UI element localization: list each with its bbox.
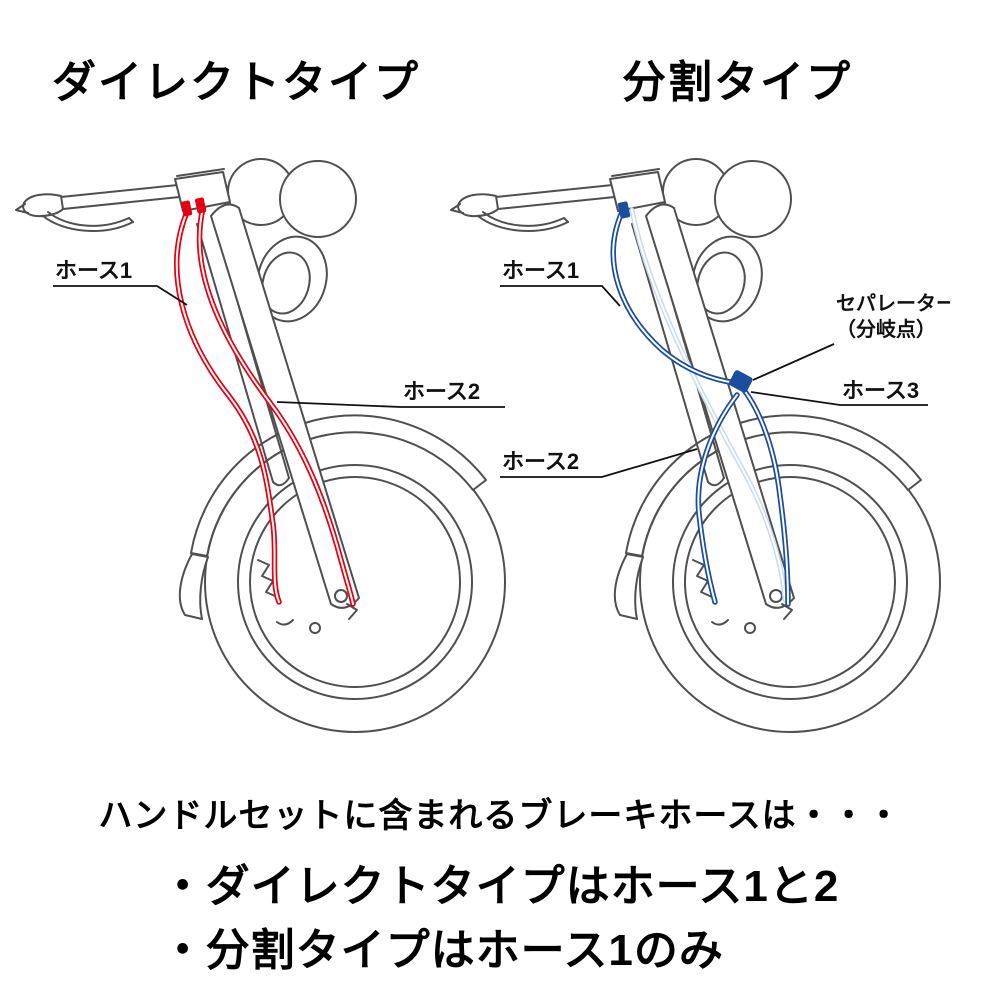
hose1-leader-line [53,285,188,306]
hose2-leader-line [276,401,505,408]
title-split-type: 分割タイプ [622,58,852,107]
hose2-leader-line [500,448,698,478]
banjo-fitting [195,197,207,214]
footer-bullet-list: ・ダイレクトタイプはホース1と2 ・分割タイプはホース1のみ [161,855,840,983]
hose2-core [198,207,354,605]
separator-fitting [729,370,753,393]
hose3-label: ホース3 [842,378,919,403]
direct-labels: ホース1 ホース2 [53,258,505,408]
hose1-core [612,211,737,384]
hidden-hose-core [631,209,786,601]
hose2-label: ホース2 [403,379,480,404]
hose1-leader-line [500,285,621,307]
split-type-diagram: ホース1 セパレーター （分岐点） ホース3 ホース2 [450,158,950,733]
footer-intro: ハンドルセットに含まれるブレーキホースは・・・ [98,797,902,835]
split-labels: ホース1 セパレーター （分岐点） ホース3 ホース2 [500,258,950,478]
separator-label-line2: （分岐点） [836,317,936,341]
footer-text-block: ハンドルセットに含まれるブレーキホースは・・・ ・ダイレクトタイプはホース1と2… [0,788,1000,983]
bullet-direct-type: ・ダイレクトタイプはホース1と2 [160,862,840,911]
bike-line-art [15,158,506,733]
bike-line-art [450,158,941,733]
split-hoses [610,201,791,607]
direct-type-diagram: ホース1 ホース2 [15,158,506,733]
title-direct-type: ダイレクトタイプ [52,58,420,107]
bullet-split-type: ・分割タイプはホース1のみ [160,925,724,975]
hose3-leader-line [750,391,928,406]
hose1-label: ホース1 [55,258,132,283]
separator-leader-line [752,343,835,381]
direct-hoses [174,197,356,607]
hose1-core [175,211,280,603]
banjo-fitting [181,200,193,217]
hose2-label: ホース2 [502,449,579,474]
hose3-core [743,389,789,605]
hose2-core [697,394,738,603]
separator-label-line1: セパレーター [836,292,950,315]
banjo-fitting [617,201,631,219]
hose1-label: ホース1 [502,258,579,283]
